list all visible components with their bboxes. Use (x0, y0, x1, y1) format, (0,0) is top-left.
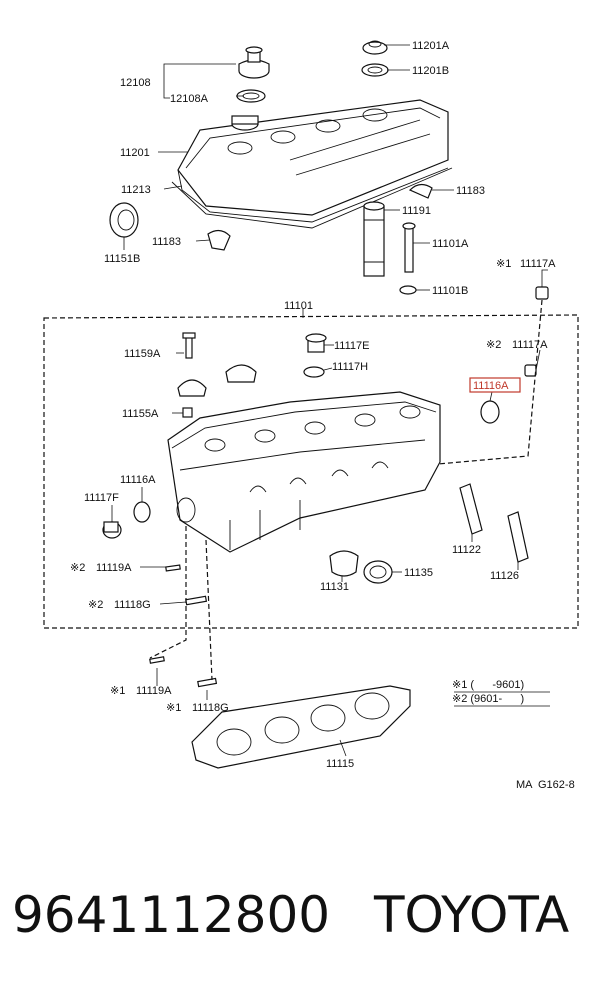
label-12108: 12108 (120, 77, 151, 89)
mark-2-11119a: ※2 (70, 562, 85, 574)
oil-seal (109, 202, 139, 238)
gasket-11131 (329, 550, 359, 577)
bolt-11101a (402, 222, 416, 273)
stud-11118g-inner (185, 595, 208, 606)
label-11183-lower: 11183 (152, 236, 181, 248)
label-12108a: 12108A (170, 93, 209, 105)
cylinder-head (167, 391, 441, 553)
bolt-11159a (182, 332, 196, 359)
guide-11126 (507, 511, 529, 563)
highlight-box (469, 377, 521, 393)
gasket-11117h (303, 366, 325, 378)
mark-1-11119a: ※1 (110, 685, 125, 697)
caption: 9641112800 TOYOTA (12, 880, 592, 950)
label-11213: 11213 (121, 184, 151, 196)
label-11115: 11115 (326, 758, 354, 770)
mark-1-top: ※1 (496, 258, 511, 270)
cam-bearing-cap-right (225, 364, 257, 383)
label-11131: 11131 (320, 581, 349, 593)
leader-lines (111, 44, 550, 757)
grommet-11201a (362, 40, 388, 55)
washer-11101b (399, 285, 417, 295)
label-11135: 11135 (404, 567, 433, 579)
head-gasket (191, 685, 411, 769)
fitting-11117a-top (535, 286, 549, 300)
diagram-code: MA G162-8 (516, 779, 575, 791)
mark-2-mid: ※2 (486, 339, 501, 351)
pin-11119a-inner (165, 564, 181, 572)
label-11201b: 11201B (412, 65, 449, 77)
cylinder-head-assembly-box (43, 314, 579, 629)
label-11101b: 11101B (432, 285, 468, 297)
stud-11118g-outer (197, 677, 218, 688)
legend-row-2: ※2 (9601- ) (452, 693, 524, 705)
valve-cover (171, 99, 453, 229)
label-11155a: 11155A (122, 408, 159, 420)
grommet-11201b (361, 63, 389, 77)
plug-11117f (102, 521, 122, 539)
spark-plug-tube (363, 201, 385, 277)
label-11201: 11201 (120, 147, 150, 159)
pin-11155a (182, 407, 193, 418)
label-11119a-outer: 11119A (136, 685, 172, 697)
label-11117a-mid: 11117A (512, 339, 548, 351)
pin-11119a-outer (149, 656, 165, 664)
label-11116a-highlighted[interactable]: 11116A (473, 380, 509, 392)
label-11122: 11122 (452, 544, 481, 556)
label-11118g-outer: 11118G (192, 702, 229, 714)
plug-11116a-highlight-part (480, 400, 500, 424)
label-11126: 11126 (490, 570, 519, 582)
cam-bearing-cap-left (177, 379, 207, 397)
label-11119a-inner: 11119A (96, 562, 132, 574)
label-11117f: 11117F (84, 492, 119, 504)
label-11201a: 11201A (412, 40, 450, 52)
label-11117e: 11117E (334, 340, 369, 352)
label-11151b: 11151B (104, 253, 140, 265)
label-11118g-inner: 11118G (114, 599, 151, 611)
label-11159a: 11159A (124, 348, 161, 360)
plug-11117e (305, 333, 327, 353)
label-11101: 11101 (284, 300, 313, 312)
legend-row-1: ※1 ( -9601) (452, 679, 524, 691)
gasket-11135 (363, 560, 393, 584)
half-moon-plug-lower (207, 229, 231, 251)
guide-11122 (459, 483, 483, 535)
label-11183-upper: 11183 (456, 185, 485, 197)
plug-11116a (133, 501, 151, 523)
label-11101a: 11101A (432, 238, 469, 250)
label-11117h: 11117H (332, 361, 368, 373)
part-number: 9641112800 (12, 886, 331, 944)
brand-name: TOYOTA (374, 886, 570, 944)
mark-2-11118g: ※2 (88, 599, 103, 611)
fitting-11117a-mid (524, 364, 537, 377)
label-11117a-top: 11117A (520, 258, 556, 270)
label-11116a: 11116A (120, 474, 156, 486)
mark-1-11118g: ※1 (166, 702, 181, 714)
label-11191: 11191 (402, 205, 431, 217)
half-moon-plug-upper (408, 183, 433, 199)
oil-filler-cap (238, 46, 270, 79)
